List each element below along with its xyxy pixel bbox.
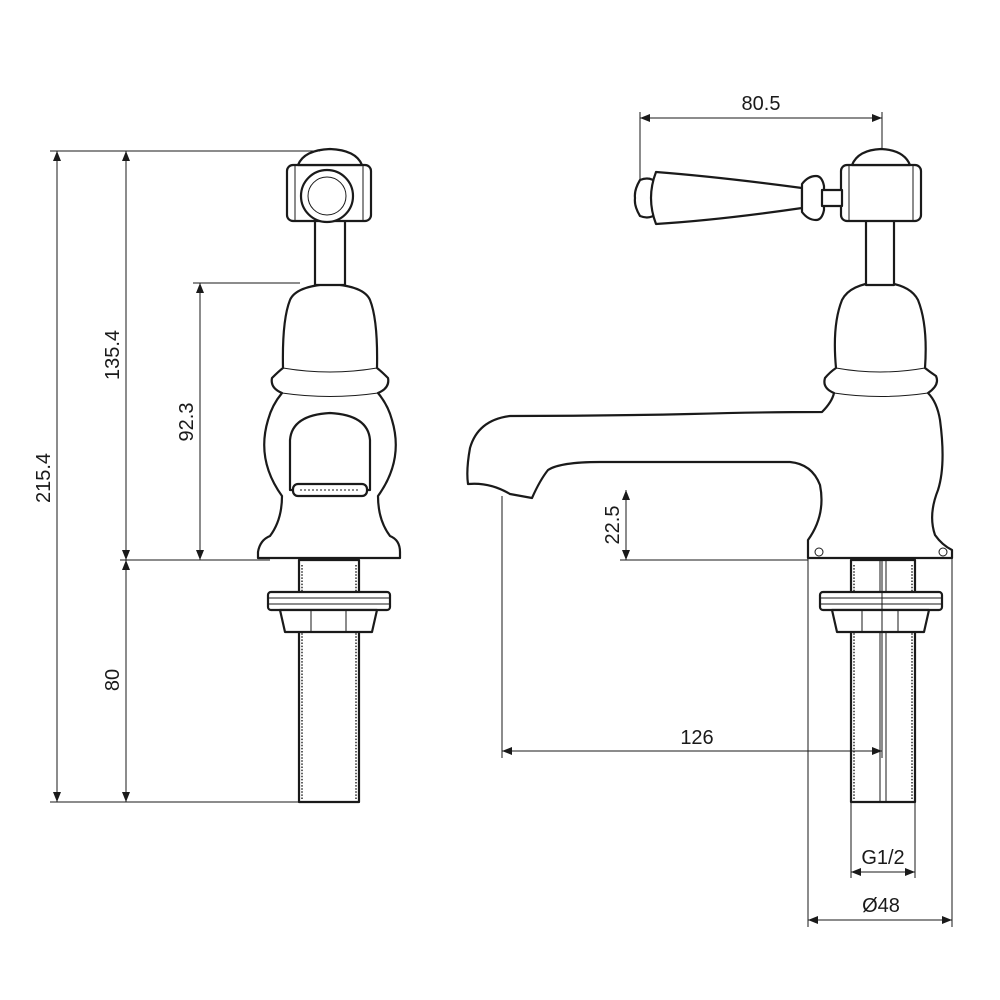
side-dimensions: 80.5 22.5 126 G1/2 Ø48 xyxy=(501,93,953,927)
dim-lever-span: 80.5 xyxy=(742,93,781,115)
dim-shank-length: 80 xyxy=(102,669,124,691)
side-washer-nut xyxy=(818,590,944,634)
side-view xyxy=(466,147,954,804)
dim-thread-size: G1/2 xyxy=(861,847,904,869)
front-washer-nut xyxy=(266,590,392,634)
side-spindle xyxy=(864,213,896,287)
front-spindle xyxy=(313,213,347,287)
front-view xyxy=(256,147,402,804)
side-body-spout xyxy=(466,280,954,560)
dim-height-to-body: 92.3 xyxy=(176,403,198,442)
dim-spout-height: 22.5 xyxy=(602,506,624,545)
dim-base-diameter: Ø48 xyxy=(862,895,900,917)
front-dimensions: 215.4 135.4 92.3 80 xyxy=(33,150,320,803)
side-lever-handle xyxy=(633,170,844,226)
dim-spout-reach: 126 xyxy=(680,727,713,749)
dim-overall-height: 215.4 xyxy=(33,453,55,503)
front-spout-opening xyxy=(288,411,372,492)
dim-height-to-top: 135.4 xyxy=(102,330,124,380)
front-lever-end xyxy=(285,147,373,224)
side-handle-hub xyxy=(839,147,923,223)
